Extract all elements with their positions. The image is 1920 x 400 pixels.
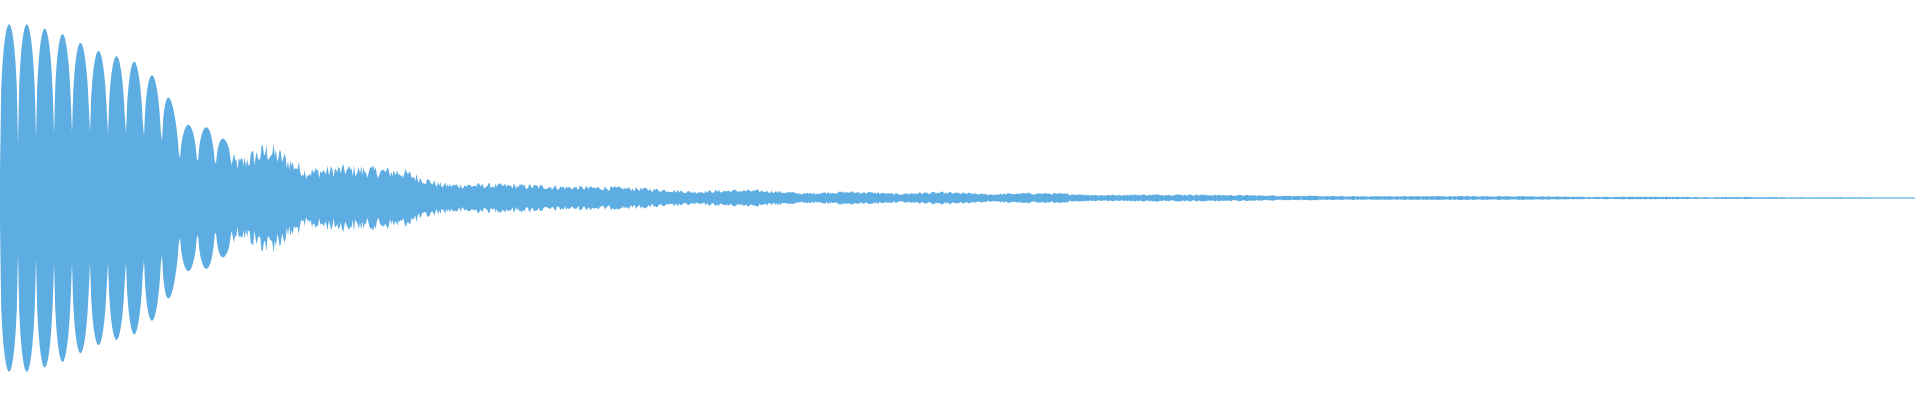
waveform-bars [0,24,1915,372]
